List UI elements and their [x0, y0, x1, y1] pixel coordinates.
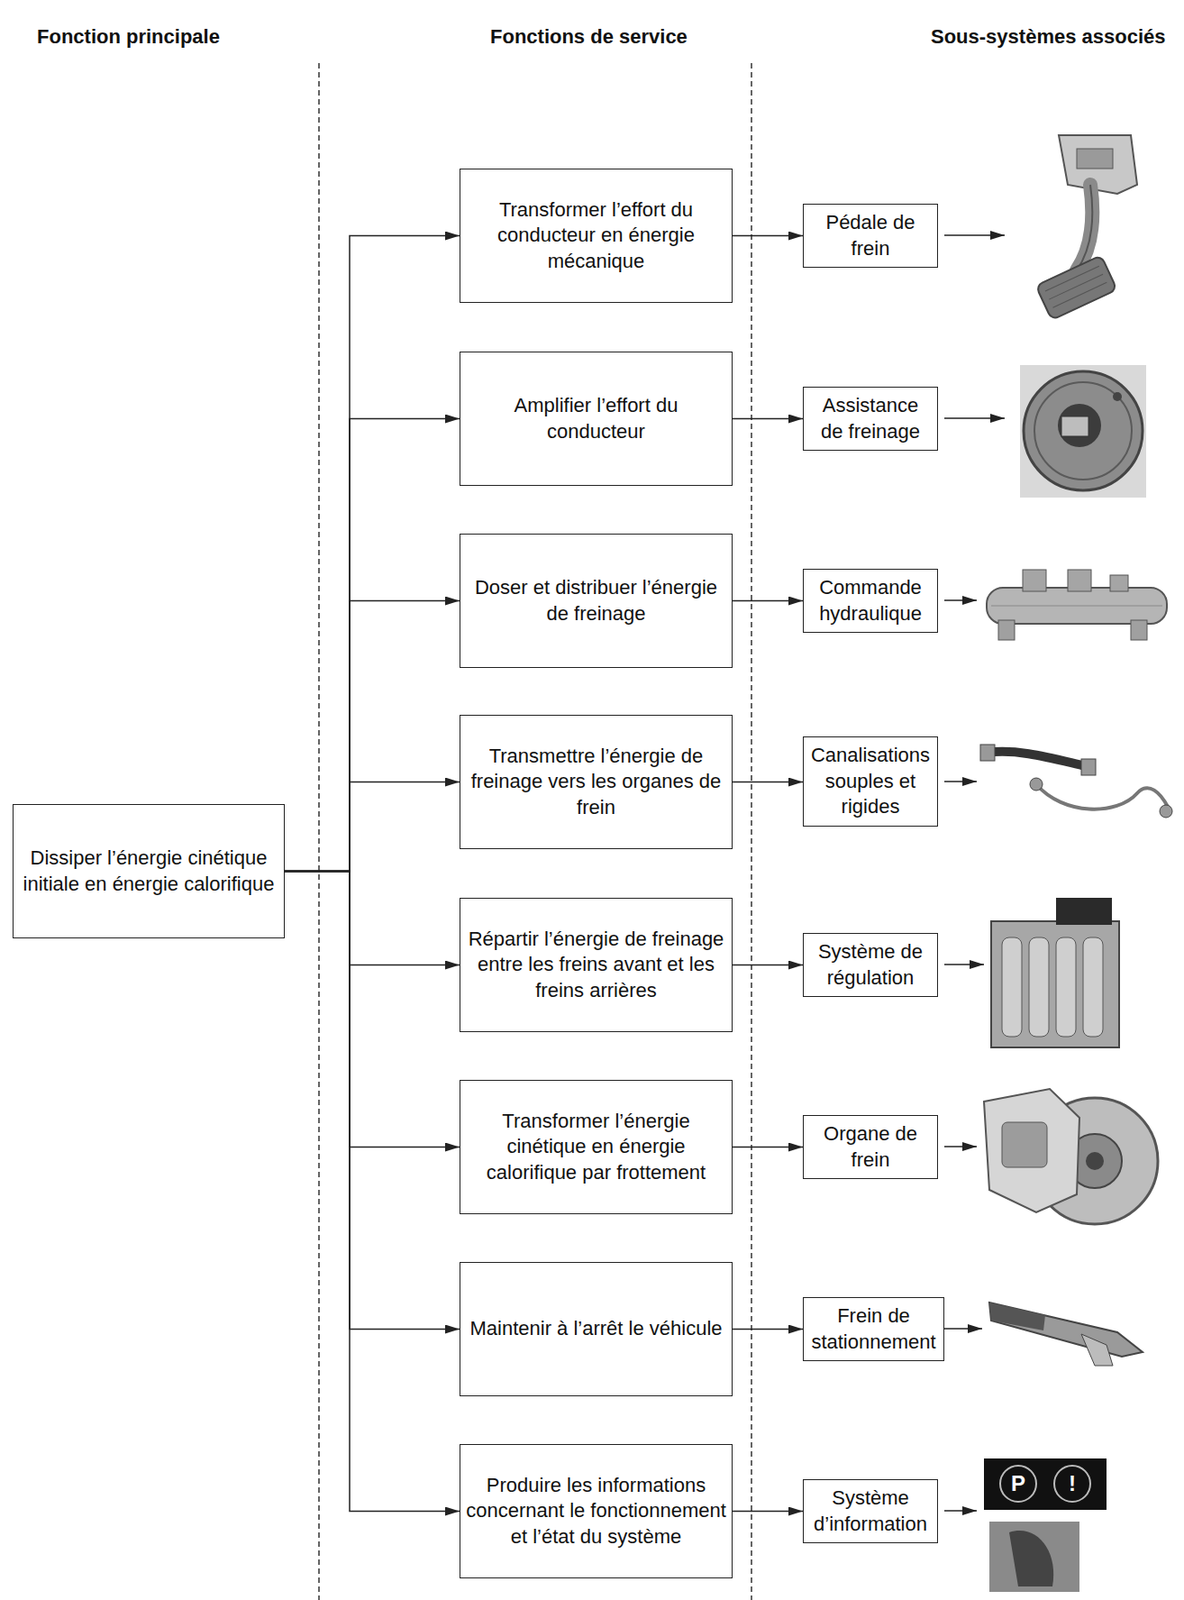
box-text: Transformer l’énergie cinétique en énerg… [465, 1108, 727, 1186]
connector-arrow [284, 236, 460, 872]
brake-booster-picture [1020, 364, 1147, 498]
brake-lines-picture [980, 744, 1173, 818]
column-separator [318, 63, 320, 1600]
connector-arrow [732, 781, 803, 784]
brake-pedal-picture [1035, 135, 1138, 320]
picture-arrow [944, 963, 984, 966]
connector-arrow [732, 1510, 803, 1512]
box-text: Commande hydraulique [809, 574, 932, 627]
warning-symbol: ! [1068, 1472, 1076, 1494]
connector-arrow [284, 782, 460, 872]
service-function-box: Produire les informations concernant le … [459, 1443, 733, 1578]
connector-arrow [284, 871, 460, 1330]
service-function-box: Transformer l’énergie cinétique en énerg… [459, 1079, 733, 1214]
warning-lights-picture [983, 1457, 1107, 1592]
connector-arrow [732, 964, 803, 966]
picture-arrow [944, 599, 977, 602]
connector-arrow [284, 871, 460, 966]
picture-arrow [944, 1509, 977, 1512]
connector-arrow [732, 1328, 803, 1330]
box-text: Système d’information [809, 1484, 932, 1537]
service-function-box: Amplifier l’effort du conducteur [459, 351, 733, 486]
column-heading: Fonction principale [36, 25, 220, 49]
box-text: Dissiper l’énergie cinétique initiale en… [18, 845, 279, 897]
picture-arrow [944, 234, 1005, 237]
subsystem-box: Commande hydraulique [802, 568, 939, 633]
column-heading: Sous-systèmes associés [930, 25, 1166, 49]
connector-arrow [284, 418, 460, 872]
connector-arrow [732, 418, 803, 420]
picture-arrow [944, 1327, 983, 1330]
box-text: Frein de stationnement [809, 1302, 939, 1355]
column-separator [750, 63, 753, 1600]
box-text: Doser et distribuer l’énergie de freinag… [465, 574, 727, 627]
subsystem-box: Canalisations souples et rigides [802, 736, 939, 827]
connector-arrow [732, 1146, 803, 1148]
subsystem-box: Pédale de frein [802, 203, 939, 268]
subsystem-box: Système d’information [802, 1478, 939, 1543]
regulation-unit-picture [991, 897, 1120, 1048]
service-function-box: Répartir l’énergie de freinage entre les… [459, 897, 733, 1032]
picture-arrow [944, 780, 977, 783]
service-function-box: Doser et distribuer l’énergie de freinag… [459, 533, 733, 668]
parking-brake-picture [989, 1302, 1143, 1366]
subsystem-box: Système de régulation [802, 932, 939, 997]
subsystem-box: Organe de frein [802, 1114, 939, 1179]
picture-arrow [944, 417, 1005, 419]
connector-arrow [284, 871, 460, 1148]
connector-arrow [732, 235, 803, 237]
box-text: Produire les informations concernant le … [465, 1472, 727, 1550]
box-text: Assistance de freinage [809, 392, 932, 445]
box-text: Répartir l’énergie de freinage entre les… [465, 926, 727, 1004]
column-heading: Fonctions de service [490, 25, 688, 49]
box-text: Système de régulation [809, 938, 932, 991]
service-function-box: Transformer l’effort du conducteur en én… [459, 168, 733, 303]
master-cylinder-picture [986, 569, 1167, 640]
box-text: Maintenir à l’arrêt le véhicule [465, 1315, 727, 1342]
box-text: Canalisations souples et rigides [809, 742, 932, 820]
service-function-box: Transmettre l’énergie de freinage vers l… [459, 714, 733, 849]
disc-brake-picture [983, 1088, 1158, 1224]
box-text: Amplifier l’effort du conducteur [465, 392, 727, 445]
box-text: Transformer l’effort du conducteur en én… [465, 197, 727, 275]
subsystem-box: Frein de stationnement [802, 1296, 945, 1361]
picture-arrow [944, 1145, 977, 1148]
connector-arrow [284, 871, 460, 1512]
connector-arrow [284, 601, 460, 872]
warning-symbol: P [1010, 1472, 1026, 1494]
box-text: Organe de frein [809, 1120, 932, 1173]
box-text: Transmettre l’énergie de freinage vers l… [465, 743, 727, 821]
subsystem-box: Assistance de freinage [802, 386, 939, 451]
connector-arrow [732, 600, 803, 602]
box-text: Pédale de frein [809, 209, 932, 262]
service-function-box: Maintenir à l’arrêt le véhicule [459, 1261, 733, 1396]
main-function-box: Dissiper l’énergie cinétique initiale en… [12, 803, 285, 939]
